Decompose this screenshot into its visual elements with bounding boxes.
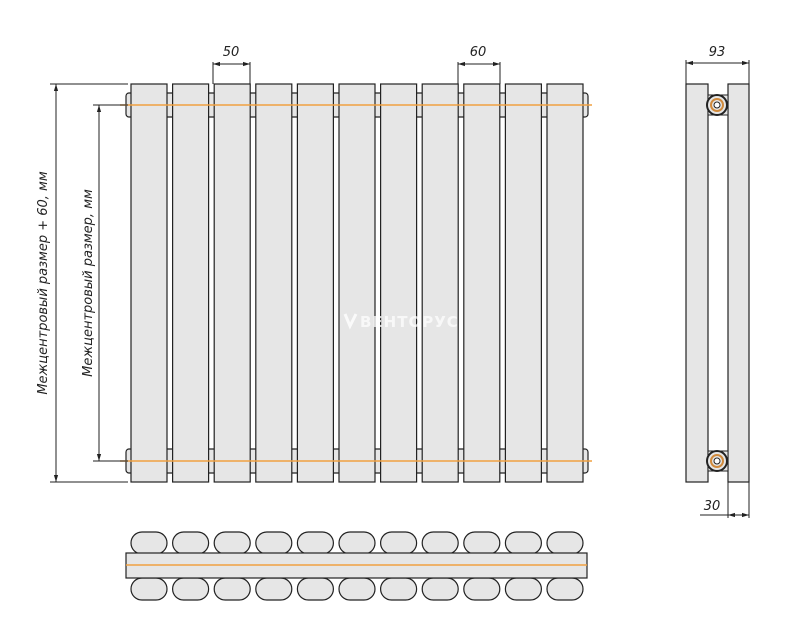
watermark-logo-icon (343, 313, 358, 330)
radiator-section (463, 83, 501, 483)
top-view-rear-section (463, 577, 501, 601)
top-view-rear-section (504, 577, 542, 601)
side-front-column (685, 83, 709, 483)
top-view-front-section (380, 531, 418, 555)
radiator-section (504, 83, 542, 483)
radiator-section (380, 83, 418, 483)
dim-height-center-label: Межцентровый размер, мм (81, 189, 96, 377)
top-view-rear-section (172, 577, 210, 601)
top-view-front-section (421, 531, 459, 555)
dim-depth: 93 (685, 45, 750, 84)
dim-section-width-label: 50 (223, 45, 240, 60)
radiator-section (213, 83, 251, 483)
dim-wall-offset-label: 30 (704, 499, 721, 514)
radiator-section (255, 83, 293, 483)
dim-section-pitch-label: 60 (470, 45, 487, 60)
top-view (125, 531, 588, 601)
top-view-front-section (130, 531, 168, 555)
top-view-front-section (172, 531, 210, 555)
front-sections (130, 83, 584, 483)
top-view-rear-section (546, 577, 584, 601)
top-view-rear-section (296, 577, 334, 601)
side-top-pipe-icon (706, 94, 728, 116)
side-rear-column (727, 83, 750, 483)
top-view-rear-section (380, 577, 418, 601)
radiator-section (546, 83, 584, 483)
dim-section-width: 50 (212, 45, 251, 84)
top-view-front-section (463, 531, 501, 555)
top-view-front-section (338, 531, 376, 555)
dim-height-total-label: Межцентровый размер + 60, мм (36, 171, 51, 395)
top-view-rear-section (421, 577, 459, 601)
watermark: ВЕНТОРУС (343, 313, 459, 331)
watermark-text: ВЕНТОРУС (360, 313, 459, 331)
top-view-front-section (213, 531, 251, 555)
top-view-rear-section (213, 577, 251, 601)
dim-section-pitch: 60 (457, 45, 501, 84)
top-view-front-section (504, 531, 542, 555)
radiator-section (338, 83, 376, 483)
radiator-section (172, 83, 210, 483)
dim-height-center: Межцентровый размер, мм (81, 104, 128, 462)
top-view-front-section (255, 531, 293, 555)
side-view (685, 83, 750, 483)
top-view-front-section (296, 531, 334, 555)
side-bottom-pipe-icon (706, 450, 728, 472)
top-view-rear-section (255, 577, 293, 601)
top-sections (130, 531, 584, 601)
dim-height-total: Межцентровый размер + 60, мм (36, 83, 128, 483)
radiator-section (421, 83, 459, 483)
top-view-front-section (546, 531, 584, 555)
front-view (120, 83, 592, 483)
top-view-rear-section (338, 577, 376, 601)
radiator-section (130, 83, 168, 483)
dim-wall-offset: 30 (700, 482, 750, 518)
dim-depth-label: 93 (709, 45, 726, 60)
radiator-section (296, 83, 334, 483)
top-view-rear-section (130, 577, 168, 601)
